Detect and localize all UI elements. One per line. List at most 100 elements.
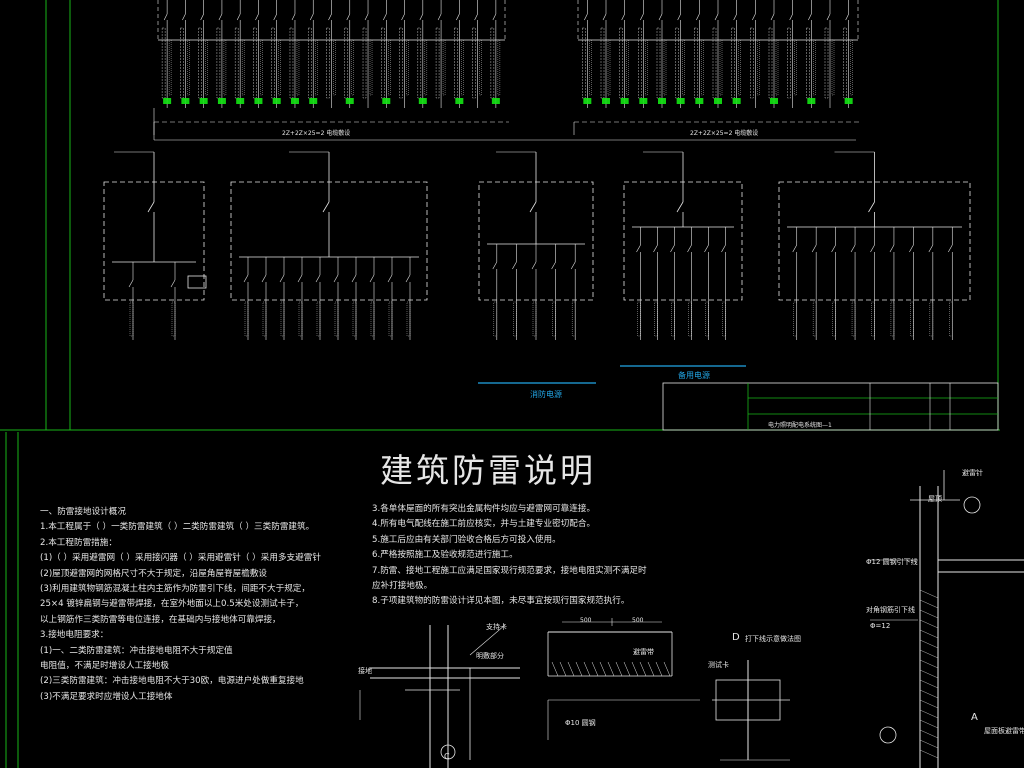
branch-label-block	[244, 301, 249, 337]
breaker-symbol	[658, 13, 663, 21]
feeder-text-block	[180, 27, 184, 99]
main-breaker-symbol	[529, 201, 537, 213]
feeder-highlight-tag	[770, 98, 778, 104]
detail-callout-circle	[879, 726, 897, 744]
breaker-symbol	[297, 274, 303, 283]
breaker-symbol	[826, 13, 831, 21]
breaker-symbol	[351, 274, 357, 283]
feeder-text-block	[719, 39, 723, 96]
main-breaker-symbol	[322, 201, 330, 213]
breaker-symbol	[889, 244, 895, 253]
branch-label-block	[493, 301, 497, 337]
branch-label-block	[388, 301, 393, 337]
breaker-symbol	[752, 13, 756, 21]
feeder-highlight-tag	[199, 98, 208, 104]
feeder-highlight-tag	[714, 98, 722, 104]
top-right-bus-label: 2Z+2Z×25=2 电缆敷设	[690, 130, 759, 137]
feeder-text-block	[198, 27, 202, 99]
feeder-text-block	[381, 27, 385, 99]
wall-hatch	[919, 639, 939, 649]
note-line: 7.防雷、接地工程施工应满足国家现行规范要求，接地电阻实测不满足时	[372, 565, 647, 576]
branch-label-block	[370, 301, 375, 337]
wall-hatch	[919, 729, 939, 739]
detail-label-wall: 对角钢筋引下线	[866, 606, 915, 614]
feeder-text-block	[582, 27, 586, 99]
wall-hatch	[919, 699, 939, 709]
breaker-symbol	[328, 13, 332, 21]
main-breaker-symbol	[868, 201, 875, 213]
feeder-text-block	[168, 39, 172, 96]
breaker-symbol	[792, 244, 797, 253]
feeder-text-block	[351, 39, 354, 96]
feeder-highlight-tag	[583, 98, 592, 104]
note-line: 2.本工程防雷措施：	[40, 537, 117, 548]
breaker-symbol	[492, 261, 498, 270]
breaker-symbol	[948, 244, 953, 253]
note-line: 8.子项建筑物的防雷设计详见本图，未尽事宜按现行国家规范执行。	[372, 596, 630, 607]
wall-hatch	[919, 659, 939, 669]
note-line: 以上钢筋作三类防雷等电位连接，在基础内与接地体可靠焊接，	[40, 614, 281, 625]
breaker-symbol	[492, 13, 497, 21]
detail-dim-1: 500	[580, 617, 592, 624]
detail-label-roof: 屋顶	[928, 495, 942, 503]
feeder-text-block	[775, 39, 779, 96]
detail-label-exposed: 明敷部分	[476, 652, 504, 660]
note-line: (1)一、二类防雷建筑：冲击接地电阻不大于规定值	[40, 645, 233, 656]
detail-callout-circle	[963, 496, 981, 514]
note-line: 应补打接地极。	[372, 581, 433, 592]
feeder-text-block	[757, 39, 760, 96]
branch-label-block	[532, 301, 537, 337]
branch-label-block	[929, 301, 934, 337]
detail-label-d-title: 打下线示意做法图	[745, 635, 801, 643]
feeder-text-block	[479, 39, 482, 96]
detail-label-c: C	[444, 752, 450, 761]
breaker-symbol	[621, 13, 625, 21]
breaker-symbol	[845, 13, 849, 21]
feeder-text-block	[600, 27, 605, 99]
note-line: 4.所有电气配线在施工前应核实，并与土建专业密切配合。	[372, 519, 596, 530]
note-line: 一、防雷接地设计概况	[40, 507, 126, 517]
wall-hatch	[919, 689, 939, 699]
feeder-highlight-tag	[620, 98, 629, 104]
breaker-symbol	[309, 13, 314, 21]
breaker-symbol	[789, 13, 793, 21]
feeder-highlight-tag	[181, 98, 190, 104]
breaker-symbol	[273, 13, 277, 21]
feeder-highlight-tag	[676, 98, 685, 104]
breaker-symbol	[602, 13, 607, 21]
main-breaker-symbol	[676, 201, 684, 213]
feeder-text-block	[271, 27, 275, 99]
breaker-symbol	[714, 13, 719, 21]
branch-label-block	[871, 301, 875, 337]
hatch-line	[639, 661, 647, 677]
breaker-symbol	[928, 244, 934, 253]
feeder-text-block	[607, 39, 611, 96]
branch-label-block	[171, 301, 176, 337]
main-breaker-symbol	[147, 201, 155, 213]
branch-label-block	[262, 301, 267, 337]
feeder-text-block	[787, 27, 791, 99]
branch-label-block	[722, 301, 726, 337]
feeder-text-block	[388, 39, 391, 96]
breaker-symbol	[279, 274, 285, 283]
lightning-protection-title: 建筑防雷说明	[380, 451, 596, 490]
feeder-text-block	[223, 39, 227, 96]
feeder-text-block	[831, 39, 835, 96]
breaker-symbol	[636, 244, 641, 253]
feeder-highlight-tag	[602, 98, 610, 104]
branch-label-block	[688, 301, 692, 337]
feeder-text-block	[333, 39, 336, 96]
branch-label-block	[910, 301, 914, 337]
breaker-symbol	[255, 13, 259, 21]
feeder-text-block	[417, 27, 422, 99]
feeder-highlight-tag	[345, 98, 354, 104]
wall-hatch	[919, 749, 939, 759]
feeder-text-block	[435, 27, 440, 99]
feeder-text-block	[362, 27, 367, 99]
breaker-symbol	[333, 274, 339, 283]
breaker-symbol	[531, 261, 537, 270]
branch-label-block	[406, 301, 411, 337]
top-left-bus-label: 2Z+2Z×25=2 电缆敷设	[282, 130, 351, 137]
breaker-symbol	[721, 244, 726, 253]
